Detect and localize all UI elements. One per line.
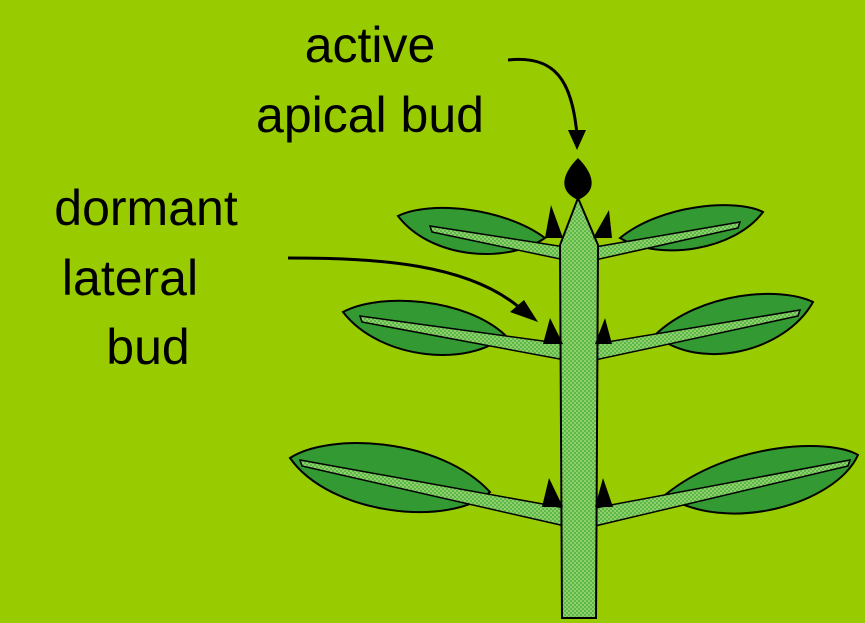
lateral-label-line3: bud <box>106 319 189 375</box>
lateral-bud-upper-left <box>545 205 563 238</box>
apical-label-line1: active <box>305 17 436 73</box>
lateral-bud-upper-right <box>593 210 612 238</box>
lateral-bud-lower-left <box>542 478 563 507</box>
lateral-label-line2: lateral <box>62 250 198 306</box>
lateral-label-line1: dormant <box>54 180 238 236</box>
apical-bud-arrow <box>508 59 577 135</box>
main-stem <box>560 198 598 618</box>
apical-bud <box>564 158 591 200</box>
apical-bud-arrowhead <box>568 130 586 150</box>
apical-label-line2: apical bud <box>256 87 484 143</box>
